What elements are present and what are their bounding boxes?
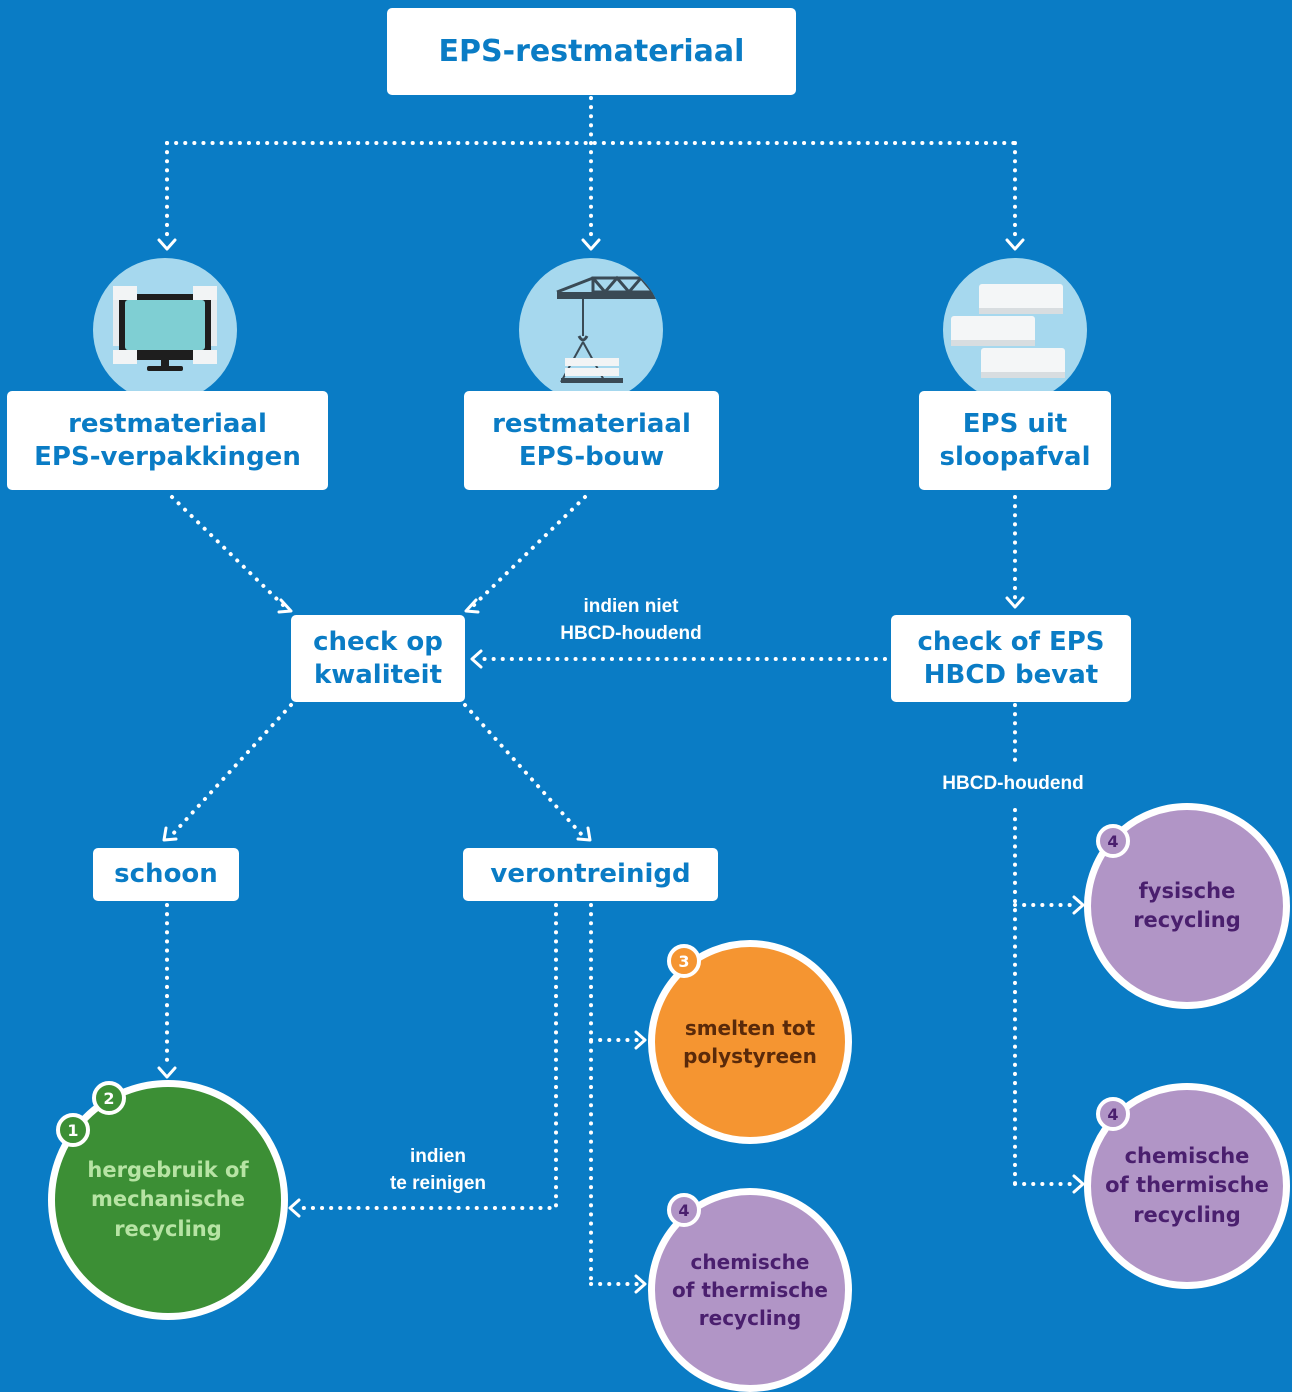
reuse-outcome: hergebruik of mechanische recycling [48,1080,288,1320]
edge-packaging-quality [170,495,285,607]
arrowhead [1072,895,1085,915]
melt-label: smelten tot polystyreen [683,1016,817,1068]
edge-construction-quality [472,495,587,607]
edge-quality-contaminated [463,703,584,837]
arrowhead [464,598,480,614]
arrowhead [634,1030,647,1050]
badge-4-chem-right: 4 [1096,1097,1130,1131]
chem-left-label: chemische of thermische recycling [672,1250,828,1330]
edge-label-not-hbcd: indien niet HBCD-houdend [560,596,702,644]
arrowhead [288,1198,301,1218]
badge-1: 1 [56,1113,90,1147]
arrowhead [581,238,601,251]
badge-4-left: 4 [667,1193,701,1227]
edge-contam-cleanable [294,903,558,1210]
arrowhead [1072,1174,1085,1194]
contaminated-node: verontreinigd [463,848,718,901]
arrowhead [634,1274,647,1294]
arrowhead [576,826,592,842]
physical-label: fysische recycling [1133,878,1241,932]
edge-label-hbcd: HBCD-houdend [942,773,1084,794]
arrowhead [1005,238,1025,251]
edge-label-cleanable: indien te reinigen [389,1146,487,1194]
badge-4-physical: 4 [1096,824,1130,858]
clean-node: schoon [93,848,239,901]
demolition-node: EPS uit sloopafval [919,391,1111,490]
construction-node: restmateriaal EPS-bouw [464,391,719,490]
arrowhead [1005,596,1025,609]
reuse-label: hergebruik of mechanische recycling [87,1157,249,1241]
packaging-node: restmateriaal EPS-verpakkingen [7,391,328,490]
arrowhead [470,649,483,669]
arrowhead [162,826,178,842]
quality-check-node: check op kwaliteit [291,615,465,702]
badge-3: 3 [667,944,701,978]
arrowhead [157,1066,177,1079]
hbcd-check-node: check of EPS HBCD bevat [891,615,1131,702]
monitor-icon [93,258,237,402]
badge-2: 2 [92,1081,126,1115]
arrowhead [157,238,177,251]
edge-quality-clean [170,703,293,837]
arrowhead [277,598,293,614]
eps-blocks-icon [943,258,1087,402]
root-node: EPS-restmateriaal [387,8,796,95]
chem-right-label: chemische of thermische recycling [1105,1143,1269,1227]
crane-icon [519,258,663,402]
